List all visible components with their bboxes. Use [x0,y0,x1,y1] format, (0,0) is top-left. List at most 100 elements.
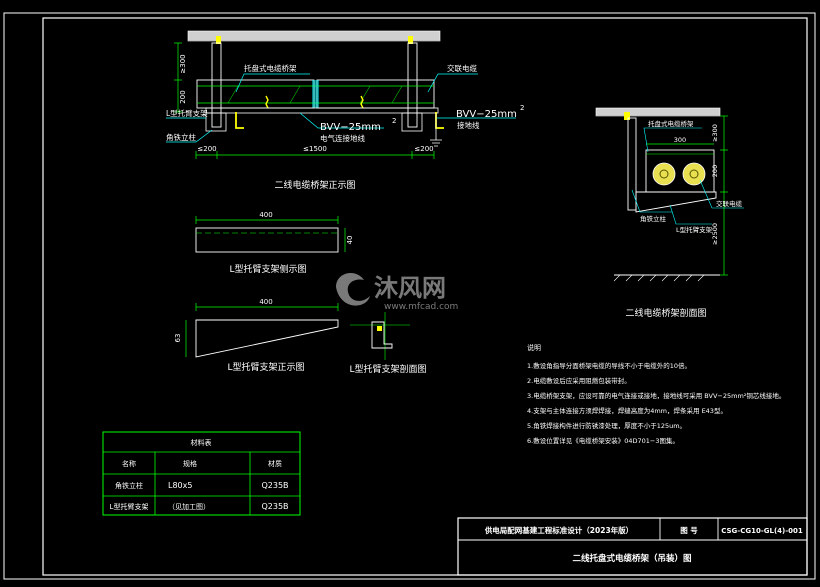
materials-table: 材料表 名称 规格 材质 角铁立柱 L80x5 Q235B L型托臂支架 （见加… [102,431,301,516]
title-block: 供电局配网基建工程标准设计（2023年版） 图 号 CSG-CG10-GL(4)… [457,517,808,576]
rs-label-post: 角铁立柱 [640,214,667,223]
rs-cable-1-core [659,169,669,179]
front-bracket-shape [195,319,339,358]
bracket-shoe-left [205,112,227,132]
mt-border [102,431,301,516]
sec-weld [377,326,382,331]
yellow-bracket-left [235,112,244,129]
rs-leader-tray [643,127,702,153]
label-bvv-right-sup: 2 [520,104,524,112]
bond-jumper-left [265,95,269,109]
rs-cable-2 [682,162,706,186]
front-dim-400: 400 [259,298,272,306]
rs-cable-1 [652,162,676,186]
label-post: 角铁立柱 [166,132,196,142]
front-dim-63: 63 [174,334,182,343]
watermark-brand: 沐风网 [374,274,446,302]
mt-r1-name: 角铁立柱 [115,481,143,490]
outer-frame [3,12,816,580]
tray-hatch-1 [227,85,239,104]
note-4: 4.支架与主体连接方须焊焊接，焊缝高度为4mm，焊条采用 E43型。 [527,406,727,415]
front-bracket-title: L型托臂支架正示图 [227,361,304,373]
notes-heading: 说明 [527,343,541,352]
yellow-bracket-right [435,112,444,129]
leader-post [166,129,213,143]
front-view-title: 二线电缆桥架正示图 [274,179,355,191]
watermark-url: www.mfcad.com [384,302,458,312]
rs-floor-hatch [613,274,705,282]
hanger-post-right [407,42,418,128]
tb-fig-label: 图 号 [680,526,698,535]
mt-header-spec: 规格 [183,459,197,468]
tray-joint [312,80,319,108]
rs-leader-post [631,189,672,213]
label-bvv-right: BVV−25mm [456,109,517,120]
tray-hatch-2 [289,85,301,104]
rs-leader-bracket [669,204,712,225]
front-view: ≥300 200 ≤200 ≤1500 ≤200 托盘式电缆桥架 交联电缆 L型… [166,30,524,191]
label-tray: 托盘式电缆桥架 [244,63,297,73]
mt-r2-spec: （见加工图） [168,502,210,511]
inner-frame [42,17,808,576]
rs-cable-2-core [689,169,699,179]
right-section-title: 二线电缆桥架剖面图 [625,307,706,319]
side-bracket-title: L型托臂支架侧示图 [229,263,306,275]
label-bvv-left: BVV−25mm [320,122,381,133]
right-section-view: ≥300 200 ≥2500 300 托盘式电缆桥架 交联电缆 角铁立柱 L型托… [595,107,744,319]
tray-hatch-3 [359,85,371,104]
mt-r2-name: L型托臂支架 [110,502,149,511]
bond-jumper-right [360,95,364,109]
rs-anchor [624,112,630,120]
anchor-right [408,36,413,44]
label-bvv-right-sub: 接地线 [457,120,480,130]
mt-r1-material: Q235B [261,481,288,490]
mt-title: 材料表 [191,438,212,447]
watermark-logo-icon [336,272,370,306]
note-6: 6.敷设位置详见《电缆桥架安装》04D701−3图集。 [527,436,679,445]
rs-label-bracket: L型托臂支架 [676,225,713,234]
label-cable: 交联电缆 [447,63,477,73]
bracket-bar [205,107,439,114]
rs-label-tray: 托盘式电缆桥架 [648,119,694,128]
cable-tray-left [196,79,315,109]
watermark: 沐风网 www.mfcad.com [336,272,458,312]
rs-bracket [635,191,717,213]
dim-1500: ≤1500 [303,145,327,153]
note-1: 1.敷设角指导分面桥架电缆的导线不小于电缆外的10倍。 [527,361,691,370]
label-bvv-left-sup: 2 [392,117,396,125]
leader-tray [235,73,310,93]
sec-bracket-shape [371,321,393,349]
ceiling-slab [187,30,441,42]
notes-block: 说明 1.敷设角指导分面桥架电缆的导线不小于电缆外的10倍。 2.电缆敷设后应采… [527,343,785,445]
rs-dim-200: 200 [711,165,719,177]
dim-200-left: ≤200 [197,145,216,153]
mt-r1-spec: L80x5 [168,481,192,490]
note-2: 2.电缆敷设后应采用阻燃包装带封。 [527,376,631,385]
tb-fig-no: CSG-CG10-GL(4)-001 [721,527,803,535]
side-bar [195,227,339,253]
section-bracket-title: L型托臂支架剖面图 [349,363,426,375]
side-dim-400: 400 [259,211,272,219]
note-5: 5.角铁焊接构件进行防锈漆处理，厚度不小于125um。 [527,421,686,430]
dim-v-300: ≥300 [179,54,187,73]
dim-200-right: ≤200 [414,145,433,153]
tb-border [457,517,808,576]
ground-symbol [430,139,442,147]
rs-ceiling [595,107,721,117]
rs-label-cable: 交联电缆 [716,199,743,208]
rs-dim-h2: ≥2500 [711,223,719,245]
leader-bvv-left [299,112,384,129]
rs-dim-h1: ≥300 [711,124,719,142]
hanger-post-left [211,42,222,128]
cable-tray-right [316,79,435,109]
tb-org: 供电局配网基建工程标准设计（2023年版） [484,525,633,535]
rs-post [627,117,637,211]
mt-header-name: 名称 [122,459,136,468]
rs-dim-300: 300 [674,136,686,144]
label-bvv-left-sub: 电气连接地线 [320,133,365,143]
bracket-shoe-right [401,112,423,132]
mt-r2-material: Q235B [261,502,288,511]
mt-header-material: 材质 [268,459,282,468]
dim-v-200: 200 [179,90,187,103]
